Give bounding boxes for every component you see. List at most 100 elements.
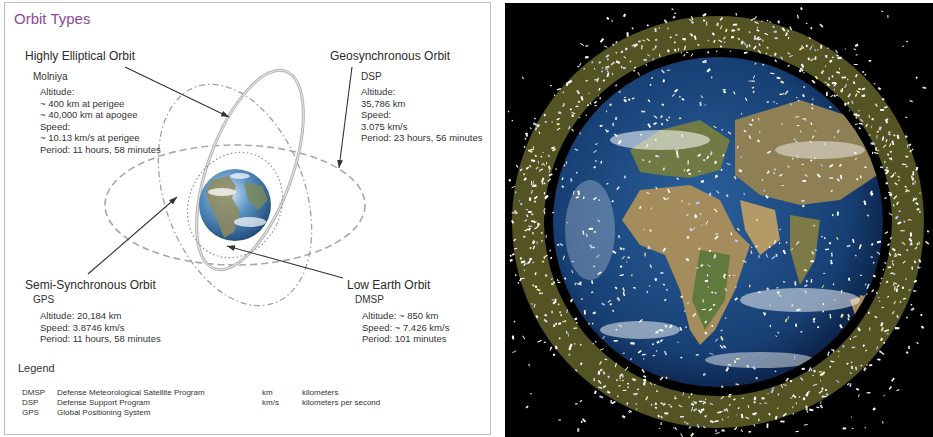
- debris-piece: [805, 119, 807, 121]
- debris-piece: [854, 152, 857, 154]
- debris-piece: [552, 146, 555, 149]
- debris-piece: [546, 162, 547, 165]
- debris-piece: [549, 169, 551, 172]
- debris-piece: [519, 200, 520, 202]
- debris-piece: [627, 32, 629, 36]
- debris-piece: [723, 89, 726, 90]
- debris-piece: [700, 213, 702, 214]
- debris-piece: [522, 335, 525, 339]
- debris-piece: [883, 269, 885, 271]
- debris-piece: [766, 52, 768, 54]
- debris-piece: [707, 40, 709, 42]
- debris-piece: [737, 38, 740, 41]
- debris-piece: [697, 153, 701, 157]
- debris-piece: [681, 200, 683, 202]
- debris-piece: [682, 392, 684, 396]
- debris-piece: [780, 81, 784, 84]
- debris-piece: [758, 291, 760, 293]
- debris-piece: [884, 106, 888, 109]
- debris-piece: [535, 315, 538, 318]
- debris-piece: [513, 320, 515, 322]
- debris-piece: [906, 40, 908, 42]
- debris-piece: [702, 309, 706, 310]
- debris-piece: [651, 404, 653, 406]
- debris-piece: [568, 347, 571, 350]
- debris-piece: [645, 396, 648, 401]
- debris-piece: [753, 401, 756, 404]
- debris-ring: [528, 32, 908, 412]
- debris-piece: [580, 43, 584, 46]
- debris-piece: [792, 394, 796, 398]
- debris-piece: [787, 52, 790, 55]
- debris-piece: [769, 246, 771, 248]
- debris-piece: [596, 78, 599, 83]
- debris-piece: [758, 117, 760, 120]
- debris-piece: [754, 35, 756, 39]
- debris-piece: [811, 103, 813, 105]
- debris-piece: [623, 390, 627, 391]
- debris-piece: [847, 93, 851, 98]
- debris-piece: [696, 267, 699, 269]
- debris-piece: [825, 65, 827, 67]
- debris-piece: [624, 176, 625, 179]
- debris-piece: [636, 408, 637, 409]
- debris-piece: [833, 283, 835, 285]
- debris-piece: [730, 51, 732, 52]
- debris-piece: [758, 255, 759, 258]
- debris-piece: [722, 154, 725, 157]
- debris-piece: [586, 114, 588, 115]
- debris-piece: [802, 94, 805, 97]
- debris-piece: [720, 345, 724, 349]
- debris-piece: [519, 278, 522, 282]
- debris-piece: [864, 74, 866, 76]
- debris-piece: [578, 117, 580, 119]
- debris-piece: [528, 211, 532, 213]
- debris-piece: [763, 312, 766, 315]
- debris-piece: [886, 118, 888, 120]
- debris-piece: [819, 24, 823, 28]
- debris-piece: [847, 318, 849, 321]
- legend-heading: Legend: [18, 362, 55, 375]
- debris-piece: [896, 389, 899, 391]
- debris-piece: [541, 164, 543, 165]
- debris-piece: [648, 99, 651, 102]
- debris-piece: [558, 303, 560, 305]
- debris-piece: [892, 311, 895, 315]
- debris-piece: [688, 396, 689, 398]
- debris-piece: [597, 271, 601, 274]
- debris-piece: [664, 351, 667, 356]
- leader-arrow: [125, 67, 229, 117]
- debris-piece: [777, 20, 780, 23]
- debris-piece: [678, 48, 680, 51]
- debris-piece: [553, 353, 556, 356]
- debris-piece: [871, 256, 873, 258]
- debris-piece: [668, 134, 669, 135]
- debris-piece: [832, 75, 834, 77]
- debris-piece: [764, 402, 767, 404]
- debris-piece: [880, 109, 884, 111]
- debris-piece: [655, 139, 657, 141]
- debris-piece: [529, 165, 531, 168]
- debris-piece: [567, 332, 569, 336]
- debris-piece: [539, 292, 541, 294]
- debris-piece: [821, 164, 823, 166]
- debris-piece: [544, 208, 546, 210]
- debris-piece: [709, 403, 713, 405]
- debris-piece: [836, 380, 839, 383]
- debris-piece: [701, 411, 703, 413]
- debris-piece: [864, 166, 867, 168]
- debris-piece: [609, 303, 612, 306]
- debris-piece: [535, 155, 538, 157]
- debris-piece: [559, 311, 561, 313]
- debris-piece: [768, 413, 770, 416]
- debris-piece: [611, 61, 615, 65]
- debris-piece: [720, 396, 724, 399]
- debris-piece: [691, 403, 695, 406]
- debris-piece: [738, 169, 742, 172]
- debris-piece: [783, 384, 787, 386]
- debris-piece: [726, 194, 729, 197]
- debris-piece: [620, 274, 624, 276]
- cloud: [740, 288, 860, 312]
- debris-piece: [662, 248, 666, 252]
